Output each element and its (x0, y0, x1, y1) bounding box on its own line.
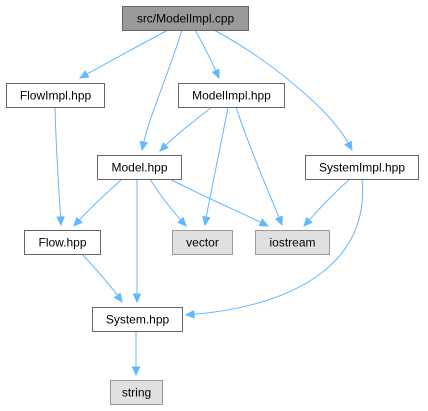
arrowhead-icon (344, 140, 353, 152)
arrowhead-icon (159, 141, 170, 152)
edge-line (149, 178, 182, 221)
node-label: iostream (269, 236, 315, 250)
edges-layer (54, 29, 364, 377)
edge-line (54, 106, 62, 218)
edge-line (86, 29, 169, 75)
node-box (110, 380, 163, 405)
node-box (97, 155, 182, 180)
edge-modelimpl_cpp-to-modelimpl_hpp (194, 29, 220, 80)
node-box (24, 230, 101, 255)
arrowhead-icon (132, 293, 142, 304)
arrowhead-icon (113, 292, 123, 304)
node-vector: vector (172, 230, 233, 255)
node-box (6, 83, 105, 108)
node-systemimpl-hpp[interactable]: SystemImpl.hpp (305, 155, 419, 180)
edge-line (165, 106, 213, 146)
node-box (122, 6, 249, 31)
node-label: System.hpp (106, 313, 170, 327)
node-string: string (110, 380, 163, 405)
node-label: FlowImpl.hpp (20, 89, 92, 103)
arrowhead-icon (139, 140, 149, 152)
node-label: SystemImpl.hpp (319, 161, 405, 175)
edge-modelimpl_hpp-to-iostream (235, 106, 283, 227)
edge-line (213, 29, 349, 144)
edge-systemimpl_hpp-to-iostream (303, 178, 351, 227)
node-modelimpl-cpp[interactable]: src/ModelImpl.cpp (122, 6, 249, 31)
edge-modelimpl_cpp-to-systemimpl_hpp (213, 29, 353, 152)
arrowhead-icon (274, 215, 283, 227)
arrowhead-icon (78, 70, 90, 79)
node-box (92, 307, 183, 332)
edge-model_hpp-to-vector (149, 178, 187, 227)
edge-line (169, 178, 262, 223)
node-label: Flow.hpp (38, 236, 86, 250)
edge-model_hpp-to-iostream (169, 178, 270, 227)
node-modelimpl-hpp[interactable]: ModelImpl.hpp (178, 83, 285, 108)
edge-flow_hpp-to-system_hpp (81, 253, 123, 304)
arrowhead-icon (56, 216, 65, 227)
edge-line (193, 178, 364, 315)
edge-line (81, 253, 118, 296)
edge-flowimpl_hpp-to-flow_hpp (54, 106, 65, 227)
arrowhead-icon (73, 216, 83, 227)
edge-line (78, 178, 123, 221)
node-model-hpp[interactable]: Model.hpp (97, 155, 182, 180)
arrowhead-icon (131, 366, 141, 377)
edge-system_hpp-to-string (131, 331, 141, 377)
arrowhead-icon (211, 68, 220, 80)
edge-line (194, 29, 217, 71)
edge-modelimpl_cpp-to-flowimpl_hpp (78, 29, 169, 79)
edge-systemimpl_hpp-to-system_hpp (184, 178, 364, 319)
node-box (172, 230, 233, 255)
node-label: ModelImpl.hpp (192, 89, 271, 103)
node-label: string (122, 386, 151, 400)
arrowhead-icon (303, 216, 313, 227)
arrowhead-icon (184, 310, 195, 319)
edge-line (143, 29, 183, 143)
node-box (305, 155, 419, 180)
arrowhead-icon (177, 216, 187, 227)
edge-modelimpl_hpp-to-model_hpp (159, 106, 213, 152)
node-system-hpp[interactable]: System.hpp (92, 307, 183, 332)
arrowhead-icon (258, 218, 270, 227)
node-flow-hpp[interactable]: Flow.hpp (24, 230, 101, 255)
edge-model_hpp-to-flow_hpp (73, 178, 123, 227)
node-label: Model.hpp (111, 161, 167, 175)
edge-model_hpp-to-system_hpp (132, 178, 142, 304)
node-label: src/ModelImpl.cpp (137, 12, 235, 26)
edge-line (205, 106, 229, 218)
edge-modelimpl_cpp-to-model_hpp (139, 29, 183, 152)
node-iostream: iostream (255, 230, 330, 255)
node-box (255, 230, 330, 255)
edge-modelimpl_hpp-to-vector (202, 106, 229, 227)
arrowhead-icon (202, 215, 211, 227)
edge-line (235, 106, 280, 218)
node-flowimpl-hpp[interactable]: FlowImpl.hpp (6, 83, 105, 108)
node-box (178, 83, 285, 108)
edge-line (308, 178, 351, 221)
node-label: vector (186, 236, 219, 250)
